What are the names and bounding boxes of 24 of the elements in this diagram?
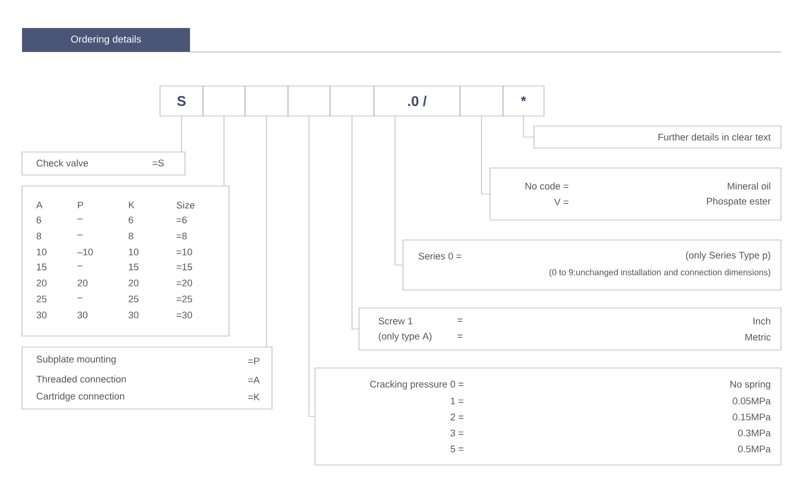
option-box: Series 0 = (only Series Type p) (0 to 9:unchanged installation and connection dimensions) xyxy=(402,240,782,290)
option-box: Screw 1 = Inch (only type A) = Metric xyxy=(358,308,782,350)
option-box: A P K Size 6 – 6 =6 8 – 8 =8 10 –10 10 =10 15 – 15 =15 20 20 20 =20 25 – 25 =25 30 30 30 =30 xyxy=(22,186,230,336)
code-cell xyxy=(202,86,246,116)
option-box: No code = Mineral oil V = Phospate ester xyxy=(490,168,782,220)
leader-line xyxy=(394,116,403,266)
leader-line xyxy=(523,116,534,138)
option-box: Further details in clear text xyxy=(534,126,782,148)
title-band: Ordering details xyxy=(22,28,190,52)
leader-line xyxy=(266,116,267,347)
code-cell: S xyxy=(160,86,204,116)
code-cell xyxy=(330,86,374,116)
code-cell: .0 / xyxy=(374,86,460,116)
option-box: Check valve =S xyxy=(22,152,186,176)
leader-line xyxy=(481,116,490,194)
code-cell: * xyxy=(502,86,544,116)
option-box: Subplate mounting =P Threaded connection =A Cartridge connection =K xyxy=(22,346,272,410)
leader-line xyxy=(352,116,359,330)
leader-line xyxy=(308,116,315,417)
code-cell xyxy=(244,86,288,116)
leader-line xyxy=(181,116,182,152)
option-box: Cracking pressure 0 = No spring 1 = 0.05MPa 2 = 0.15MPa 3 = 0.3MPa 5 = 0.5MPa xyxy=(314,368,782,466)
code-cell xyxy=(288,86,330,116)
code-cell xyxy=(460,86,504,116)
